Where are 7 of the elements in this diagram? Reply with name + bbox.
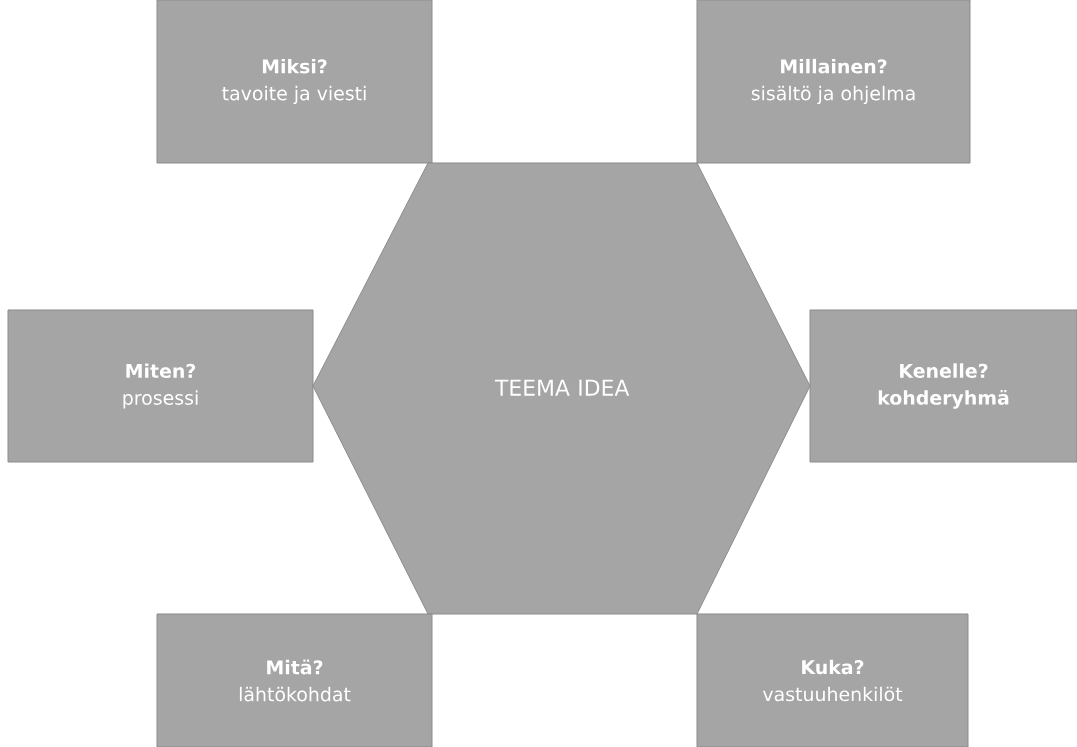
question-box: Millainen? sisältö ja ohjelma	[696, 0, 971, 164]
question-box: Miten? prosessi	[7, 309, 314, 463]
hexagon: TEEMA IDEA	[312, 162, 811, 615]
question-box: Kenelle? kohderyhmä	[809, 309, 1077, 463]
question-box: Miksi? tavoite ja viesti	[156, 0, 433, 164]
question-box: Mitä? lähtökohdat	[156, 613, 433, 747]
question-box: Kuka? vastuuhenkilöt	[696, 613, 969, 747]
